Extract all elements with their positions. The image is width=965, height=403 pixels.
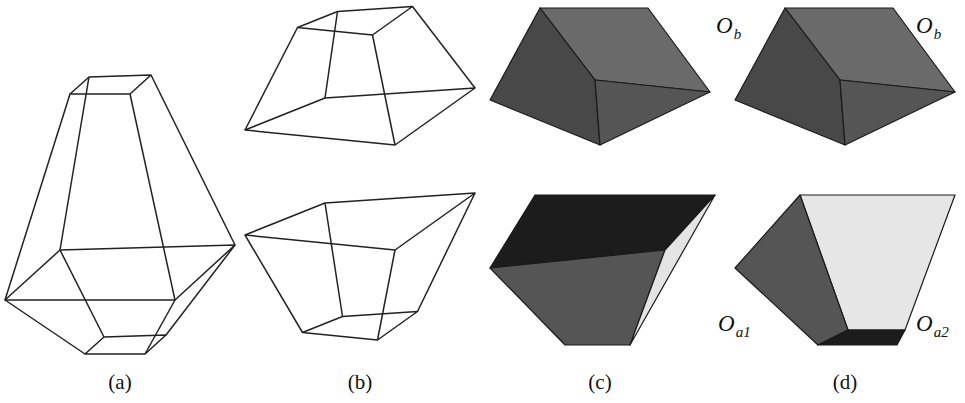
wireframe-b bbox=[245, 7, 475, 341]
part-symbol: O bbox=[716, 14, 733, 37]
part-subscript: b bbox=[734, 27, 742, 42]
part-symbol: O bbox=[718, 312, 735, 335]
solid-ob-c bbox=[490, 8, 710, 145]
solid-oa1 bbox=[490, 195, 715, 345]
part-symbol: O bbox=[916, 312, 933, 335]
figure-caption: (a) bbox=[108, 372, 131, 393]
part-subscript: b bbox=[934, 27, 942, 42]
part-subscript: a1 bbox=[736, 325, 751, 340]
figure-caption: (c) bbox=[588, 372, 611, 393]
solid-ob-d bbox=[735, 8, 955, 145]
figure-caption: (d) bbox=[833, 372, 858, 393]
wireframe-a bbox=[5, 75, 235, 354]
part-subscript: a2 bbox=[934, 325, 949, 340]
solid-oa2 bbox=[735, 195, 955, 345]
figure-caption: (b) bbox=[348, 372, 373, 393]
part-symbol: O bbox=[916, 14, 933, 37]
